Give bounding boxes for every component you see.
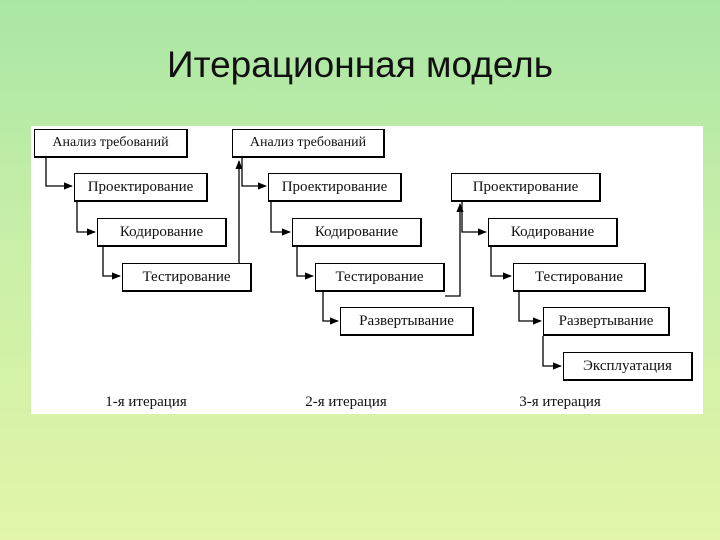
- stage-box: Проектирование: [451, 173, 601, 202]
- stage-box: Тестирование: [122, 263, 252, 292]
- diagram-panel: Анализ требований Проектирование Кодиров…: [31, 126, 703, 414]
- feedback-arrow: [445, 203, 464, 297]
- connector-arrow: [296, 247, 314, 280]
- connector-arrow: [45, 157, 73, 190]
- connector-arrow: [461, 202, 487, 236]
- stage-box: Кодирование: [292, 218, 422, 247]
- stage-box: Эксплуатация: [563, 352, 693, 381]
- connector-arrow: [102, 247, 121, 280]
- iteration-label: 1-я итерация: [105, 394, 187, 410]
- iteration-label: 2-я итерация: [305, 394, 387, 410]
- stage-box: Проектирование: [74, 173, 208, 202]
- stage-box: Тестирование: [315, 263, 445, 292]
- stage-box: Тестирование: [513, 263, 646, 292]
- stage-box: Кодирование: [488, 218, 618, 247]
- stage-box: Проектирование: [268, 173, 402, 202]
- stage-box: Развертывание: [340, 307, 474, 336]
- slide-title: Итерационная модель: [166, 44, 554, 85]
- iteration-label: 3-я итерация: [519, 394, 601, 410]
- stage-box: Анализ требований: [232, 129, 385, 158]
- connector-arrow: [76, 202, 96, 236]
- stage-box: Анализ требований: [34, 129, 188, 158]
- stage-box: Кодирование: [97, 218, 227, 247]
- connector-arrow: [270, 202, 291, 236]
- connector-arrow: [490, 247, 512, 280]
- stage-box: Развертывание: [543, 307, 670, 336]
- connector-arrow: [542, 336, 562, 370]
- connector-arrow: [518, 292, 542, 325]
- connector-arrow: [241, 157, 267, 190]
- connector-arrow: [322, 292, 339, 325]
